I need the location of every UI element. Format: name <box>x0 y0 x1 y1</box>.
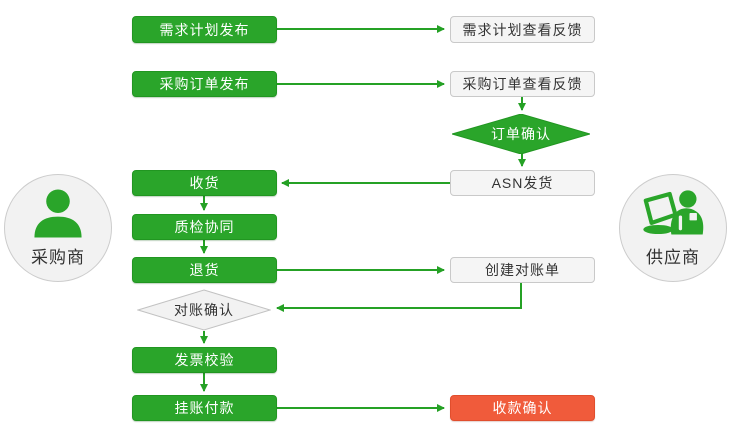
order-confirm-label: 订单确认 <box>491 126 551 142</box>
person-icon <box>29 185 87 241</box>
buyer-actor: 采购商 <box>4 174 112 282</box>
supplier-label: 供应商 <box>646 248 700 267</box>
node-demand-plan-view-feedback: 需求计划查看反馈 <box>450 16 595 43</box>
supplier-actor: 供应商 <box>619 174 727 282</box>
node-po-view-feedback: 采购订单查看反馈 <box>450 71 595 97</box>
buyer-label: 采购商 <box>31 248 85 267</box>
node-reconciliation-confirm: 对账确认 <box>137 289 271 331</box>
node-po-publish: 采购订单发布 <box>132 71 277 97</box>
node-quality-collaboration: 质检协同 <box>132 214 277 240</box>
node-order-confirm: 订单确认 <box>452 114 590 154</box>
node-booked-payment: 挂账付款 <box>132 395 277 421</box>
node-receive-goods: 收货 <box>132 170 277 196</box>
reconciliation-confirm-label: 对账确认 <box>174 302 234 318</box>
node-asn-shipping: ASN发货 <box>450 170 595 196</box>
node-create-statement: 创建对账单 <box>450 257 595 283</box>
person-laptop-icon <box>640 185 706 241</box>
node-invoice-verification: 发票校验 <box>132 347 277 373</box>
node-return-goods: 退货 <box>132 257 277 283</box>
node-payment-receipt-confirm: 收款确认 <box>450 395 595 421</box>
arrow-statement-to-reconcile <box>276 283 522 312</box>
node-demand-plan-publish: 需求计划发布 <box>132 16 277 43</box>
